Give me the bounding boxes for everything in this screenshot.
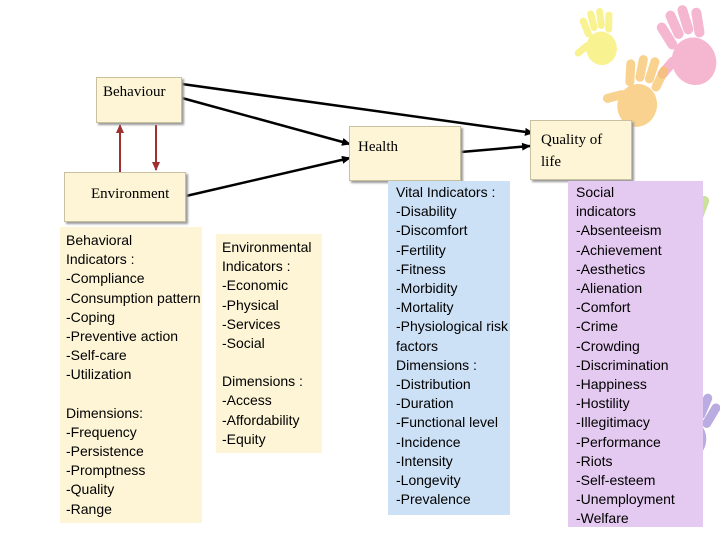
vital-indicators-heading: Vital Indicators : [396,184,496,200]
social-indicator-item: -Comfort [576,299,631,316]
environmental-indicator-item: -Economic [222,277,289,294]
environmental-indicators-list: -Economic -Physical -Services -Social [222,276,322,353]
social-indicator-item: -Crime [576,318,618,335]
behavioral-indicator-item: -Consumption pattern [66,289,201,306]
vital-indicator-item: -Physiological risk factors [396,318,509,354]
vital-dimension-item: -Prevalence [396,491,471,508]
quality-of-life-box: Quality of life [530,120,632,180]
behavioral-dimension-item: -Quality [66,481,115,498]
environmental-indicator-item: -Services [222,315,281,332]
health-box: Health [349,126,461,181]
vital-dimensions-heading: Dimensions : [396,356,477,373]
social-indicator-item: -Illegitimacy [576,414,650,431]
vital-dimension-item: -Intensity [396,452,453,469]
behavioral-dimension-item: -Promptness [66,462,146,479]
environmental-dimension-item: -Affordability [222,411,300,428]
behavioral-dimension-item: -Frequency [66,423,137,440]
environmental-dimension-item: -Equity [222,430,266,447]
environment-box: Environment [64,172,186,222]
social-indicator-item: -Hostility [576,395,630,412]
environment-label: Environment [91,186,170,202]
vital-indicator-item: -Discomfort [396,222,468,239]
social-indicators-panel: Social indicators -Absenteeism -Achieveme… [568,181,703,527]
handprint-icon [656,5,717,86]
behavioral-indicators-heading: Behavioral Indicators : [66,232,135,268]
social-indicator-item: -Performance [576,433,661,450]
vital-dimension-item: -Longevity [396,472,461,489]
vital-indicators-panel: Vital Indicators : -Disability -Discomfor… [388,181,510,515]
arrow-behaviour-to-qol [181,82,534,136]
social-indicator-item: -Discrimination [576,356,669,373]
social-indicator-item: -Crowding [576,337,640,354]
behavioral-dimension-item: -Range [66,500,112,517]
behavioral-dimensions-heading: Dimensions: [66,404,144,421]
vital-indicators-list: -Disability -Discomfort -Fertility -Fitness… [396,202,510,356]
behavioral-indicator-item: -Self-care [66,347,127,364]
social-indicator-item: -Alienation [576,280,643,297]
vital-dimension-item: -Incidence [396,433,461,450]
environmental-indicators-heading: Environmental Indicators : [222,239,312,275]
arrow-environment-to-health [185,155,351,198]
vital-indicator-item: -Disability [396,203,457,220]
social-indicator-item: -Aesthetics [576,260,646,277]
handprint-icon [574,8,617,66]
health-label: Health [358,139,398,155]
vital-dimension-item: -Functional level [396,414,498,431]
handprint-icon [602,55,669,127]
social-indicator-item: -Happiness [576,376,647,393]
vital-indicator-item: -Fertility [396,241,446,258]
social-indicator-item: -Self-esteem [576,472,656,489]
environmental-dimensions-heading: Dimensions : [222,373,303,390]
environmental-dimension-item: -Access [222,392,272,409]
behavioral-indicators-panel: Behavioral Indicators : -Compliance -Cons… [60,227,202,523]
social-indicator-item: -Riots [576,452,613,469]
behavioral-dimensions-list: -Frequency -Persistence -Promptness -Qualit… [66,423,202,519]
vital-dimensions-list: -Distribution -Duration -Functional level -… [396,375,510,509]
arrow-health-to-qol [460,142,531,154]
vital-dimension-item: -Duration [396,395,454,412]
behavioral-indicator-item: -Compliance [66,270,145,287]
social-indicator-item: -Unemployment [576,491,675,508]
environmental-indicator-item: -Physical [222,296,279,313]
environmental-dimensions-list: -Access -Affordability -Equity [222,391,322,449]
quality-of-life-label: Quality of life [541,132,603,170]
vital-indicator-item: -Mortality [396,299,454,316]
behavioral-indicator-item: -Preventive action [66,328,179,345]
social-indicators-list: -Absenteeism -Achievement -Aesthetics -Alie… [576,221,703,528]
social-indicator-item: -Achievement [576,241,662,258]
behaviour-box: Behaviour [96,77,182,123]
behavioral-indicator-item: -Utilization [66,366,132,383]
vital-indicator-item: -Fitness [396,260,446,277]
social-indicator-item: -Welfare [576,510,629,527]
social-indicator-item: -Absenteeism [576,222,662,239]
vital-indicator-item: -Morbidity [396,280,458,297]
behavioral-indicators-list: -Compliance -Consumption pattern -Coping -P… [66,269,202,384]
behaviour-label: Behaviour [103,84,166,100]
behavioral-dimension-item: -Persistence [66,443,144,460]
environmental-indicators-panel: Environmental Indicators : -Economic -Phy… [216,234,322,453]
behavioral-indicator-item: -Coping [66,308,116,325]
social-indicators-heading: Social indicators [576,184,636,220]
environmental-indicator-item: -Social [222,335,265,352]
vital-dimension-item: -Distribution [396,376,471,393]
arrow-behaviour-to-health [181,96,351,146]
